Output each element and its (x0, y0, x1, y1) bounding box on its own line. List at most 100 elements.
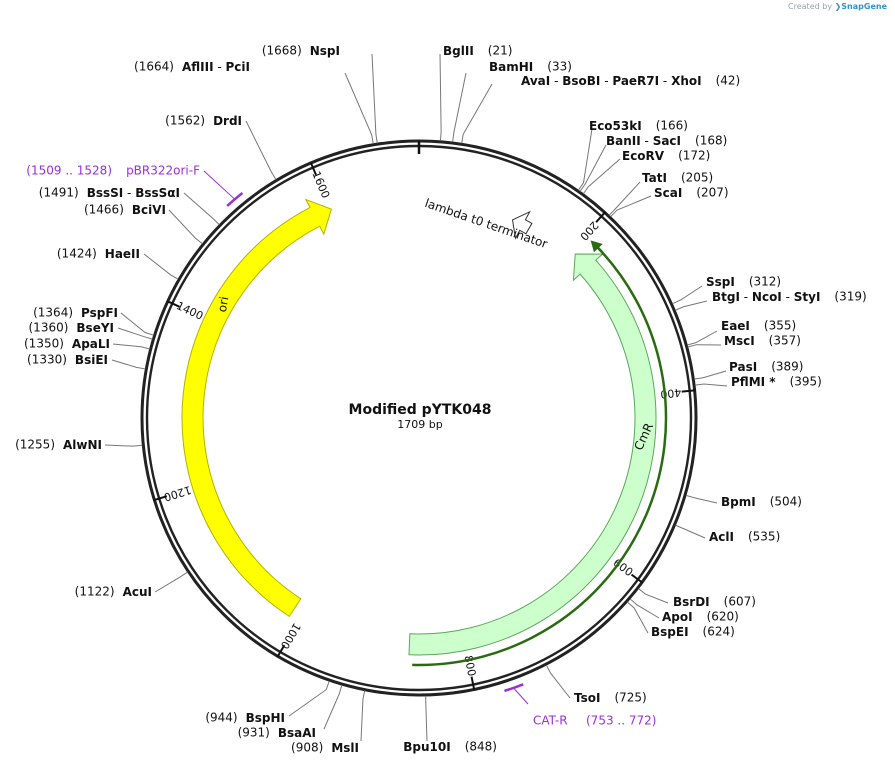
site-label-pasi[interactable]: PasI (729, 360, 757, 374)
leader-ecorv (582, 158, 621, 195)
enzyme-name: TatI (642, 171, 667, 185)
site-label-bsrdi[interactable]: BsrDI (673, 595, 710, 609)
enzyme-name: ApoI (662, 610, 693, 624)
site-separator: - (782, 290, 794, 304)
tick-1200 (153, 495, 168, 502)
snapgene-credit: Created by ❯SnapGene (788, 2, 887, 11)
site-label-scai[interactable]: ScaI (654, 186, 682, 200)
site-label-avai[interactable]: AvaI - BsoBI - PaeR7I - XhoI (521, 74, 702, 88)
site-label-bsiei[interactable]: BsiEI (75, 353, 108, 367)
site-label-bglii[interactable]: BglII (443, 44, 474, 58)
leader-bamhi (452, 72, 467, 143)
enzyme-name: BssSI (87, 186, 124, 200)
site-label-btgi[interactable]: BtgI - NcoI - StyI (712, 290, 820, 304)
leader-eco53ki (577, 128, 593, 191)
site-label-msli[interactable]: MslI (331, 741, 359, 755)
tick-label-1600: 1600 (309, 169, 332, 200)
feature-lambda-t0-terminator[interactable] (511, 210, 533, 240)
site-position-msci: (357) (769, 334, 801, 348)
enzyme-name: SacI (653, 134, 681, 148)
site-label-banii[interactable]: BanII - SacI (606, 134, 681, 148)
enzyme-name: Eco53kI (589, 119, 642, 133)
site-label-acui[interactable]: AcuI (123, 585, 152, 599)
plasmid-name: Modified pYTK048 (349, 402, 492, 418)
leader-bseyi (117, 327, 153, 340)
site-position-bpmi: (504) (770, 495, 802, 509)
site-label-drdi[interactable]: DrdI (213, 114, 242, 128)
site-position-apoi: (620) (707, 610, 739, 624)
leader-avai (461, 83, 493, 144)
site-position-msli: (908) (291, 741, 323, 755)
enzyme-name: BpmI (721, 495, 756, 509)
leader-bspei (627, 601, 649, 634)
site-label-sspi[interactable]: SspI (706, 275, 735, 289)
leader-drdi (245, 120, 277, 180)
site-position-avai: (42) (716, 74, 741, 88)
leader-bsphi (288, 680, 330, 717)
site-label-tsoi[interactable]: TsoI (574, 691, 600, 705)
enzyme-name: BsoBI (562, 74, 600, 88)
site-label-nspi[interactable]: NspI (310, 44, 340, 58)
site-position-btgi: (319) (834, 290, 866, 304)
primer-site-cat-r[interactable] (504, 683, 524, 693)
enzyme-name: ApaLI (72, 337, 110, 351)
site-position-ecorv: (172) (678, 149, 710, 163)
primer-sites: pBR322ori-F(1509 .. 1528)CAT-R(753 .. 77… (26, 164, 656, 728)
cmr-strand-arrowhead (590, 240, 603, 253)
site-label-haeii[interactable]: HaeII (105, 247, 140, 261)
site-label-bsphi[interactable]: BspHI (246, 711, 285, 725)
site-label-apali[interactable]: ApaLI (72, 337, 110, 351)
leader-bsaai (323, 684, 343, 730)
primer-site-pbr322ori-f[interactable] (226, 192, 244, 207)
site-label-bsssi[interactable]: BssSI - BssSαI (87, 186, 180, 200)
leader-pspfi (120, 312, 154, 336)
site-position-eco53ki: (166) (656, 119, 688, 133)
site-label-bsaai[interactable]: BsaAI (278, 726, 316, 740)
leader-msli (360, 690, 366, 742)
enzyme-name: BtgI (712, 290, 740, 304)
site-label-afliii[interactable]: AflIII - PciI (182, 60, 250, 74)
enzyme-name: HaeII (105, 247, 140, 261)
site-label-alwni[interactable]: AlwNI (63, 438, 102, 452)
enzyme-name: EaeI (721, 319, 750, 333)
site-position-bsaai: (931) (238, 726, 270, 740)
leader-pflmi (694, 383, 728, 387)
leader-msci (687, 344, 722, 348)
site-position-drdi: (1562) (165, 114, 205, 128)
site-position-tati: (205) (681, 171, 713, 185)
site-position-bsphi: (944) (205, 711, 237, 725)
site-label-ecorv[interactable]: EcoRV (622, 149, 665, 163)
enzyme-name: AclI (709, 530, 734, 544)
site-labels: NspI(1668)AflIII - PciI(1664)BglII(21)Ba… (15, 44, 867, 755)
leader-eaei (687, 330, 718, 346)
primer-leader-pbr322ori-f (203, 170, 235, 199)
enzyme-name: AcuI (123, 585, 152, 599)
site-position-bsiei: (1330) (27, 353, 67, 367)
site-label-acli[interactable]: AclI (709, 530, 734, 544)
enzyme-name: NspI (310, 44, 340, 58)
site-label-eco53ki[interactable]: Eco53kI (589, 119, 642, 133)
site-label-bseyi[interactable]: BseYI (76, 321, 114, 335)
site-label-msci[interactable]: MscI (724, 334, 755, 348)
site-position-scai: (207) (696, 186, 728, 200)
site-label-bspei[interactable]: BspEI (651, 625, 689, 639)
site-label-pflmi[interactable]: PflMI * (731, 375, 776, 389)
site-position-bseyi: (1360) (29, 321, 69, 335)
leader-bsrdi (638, 588, 669, 604)
site-label-bcivi[interactable]: BciVI (132, 203, 166, 217)
site-position-eaei: (355) (764, 319, 796, 333)
feature-ori[interactable] (181, 198, 333, 618)
site-label-apoi[interactable]: ApoI (662, 610, 693, 624)
site-separator: - (123, 186, 135, 200)
site-label-bpu10i[interactable]: Bpu10I (403, 740, 450, 754)
site-label-bpmi[interactable]: BpmI (721, 495, 756, 509)
site-position-apali: (1350) (24, 337, 64, 351)
enzyme-name: NcoI (752, 290, 782, 304)
site-label-pspfi[interactable]: PspFI (81, 306, 118, 320)
site-label-bamhi[interactable]: BamHI (489, 60, 533, 74)
site-label-tati[interactable]: TatI (642, 171, 667, 185)
feature-cmr[interactable] (408, 253, 657, 656)
cmr-strand-track (412, 242, 668, 667)
site-label-eaei[interactable]: EaeI (721, 319, 750, 333)
